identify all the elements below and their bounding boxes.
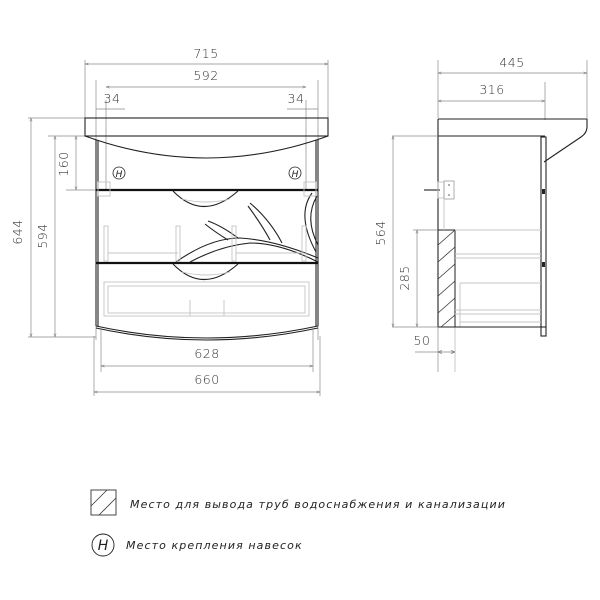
circled-h-icon — [91, 533, 115, 557]
dim-overall-depth: 445 — [499, 55, 524, 70]
dim-pipe-zone-height: 285 — [397, 265, 412, 290]
drawer-1-handle — [172, 190, 239, 208]
bottom-curve — [95, 325, 319, 339]
legend-text-pipe-zone: Место для вывода труб водоснабжения и ка… — [130, 498, 506, 511]
basin-curve — [84, 135, 329, 159]
hanger-marker-right: H — [288, 166, 302, 180]
legend-item-hanger: H Место крепления навесок — [91, 533, 303, 557]
dim-overall-width: 715 — [193, 46, 218, 61]
side-view: 445 316 — [373, 55, 588, 372]
hatched-square-icon — [90, 489, 117, 516]
dim-body-height: 594 — [35, 223, 50, 248]
dim-left-offset: 34 — [104, 91, 121, 106]
pipe-zone-hatched — [437, 229, 456, 328]
svg-text:H: H — [292, 170, 299, 180]
countertop-profile — [438, 118, 588, 163]
side-hidden-lines — [443, 198, 541, 372]
branch-decoration — [175, 192, 319, 263]
hidden-lines — [97, 181, 317, 317]
legend-text-hanger: Место крепления навесок — [126, 539, 303, 552]
dim-total-height: 644 — [10, 219, 25, 244]
svg-text:H: H — [98, 538, 109, 554]
dim-top-gap: 160 — [56, 151, 71, 176]
dim-bottom-inner-width: 628 — [194, 346, 219, 361]
front-panel-profile — [540, 136, 547, 337]
dim-pipe-zone-depth: 50 — [414, 333, 431, 348]
countertop — [84, 117, 329, 137]
dim-inner-width: 592 — [193, 68, 218, 83]
dim-body-depth: 316 — [479, 82, 504, 97]
dim-side-height: 564 — [373, 220, 388, 245]
front-view: 715 592 34 34 644 594 160 H — [10, 46, 329, 396]
legend: Место для вывода труб водоснабжения и ка… — [90, 489, 506, 557]
dim-right-offset: 34 — [288, 91, 305, 106]
drawer-2-handle — [172, 263, 239, 281]
hanger-bracket — [424, 180, 455, 200]
hanger-marker-left: H — [112, 166, 126, 180]
svg-text:H: H — [116, 170, 123, 180]
dim-bottom-outer-width: 660 — [194, 372, 219, 387]
legend-item-pipe-zone: Место для вывода труб водоснабжения и ка… — [90, 489, 506, 516]
